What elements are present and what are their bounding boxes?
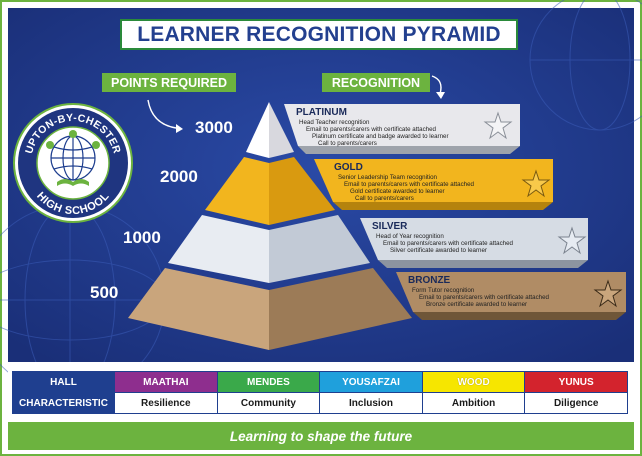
characteristic-cell: Ambition [421, 392, 526, 414]
points-silver: 1000 [123, 228, 161, 247]
bg-globe [0, 0, 642, 396]
banner-bronze [396, 272, 626, 312]
globe-icon [50, 135, 96, 181]
points-gold: 2000 [160, 167, 198, 186]
star-gold-icon [521, 169, 551, 198]
banner-gold [314, 159, 553, 202]
tier-name-gold: GOLD [334, 162, 363, 173]
title-box: LEARNER RECOGNITION PYRAMID [120, 19, 518, 50]
pyramid-silver-right [269, 215, 370, 283]
hall-row: HALL MAATHAI MENDES YOUSAFZAI WOOD YUNUS [12, 371, 628, 393]
characteristic-cell: Inclusion [319, 392, 423, 414]
tier-name-silver: SILVER [372, 221, 408, 232]
gold-line: Gold certificate awarded to learner [350, 188, 445, 195]
footer-tagline: Learning to shape the future [229, 428, 413, 444]
platinum-line: Platinum certificate and badge awarded t… [312, 133, 449, 140]
hall-maathai: MAATHAI [114, 371, 218, 393]
recognition-label: RECOGNITION [322, 73, 430, 92]
gold-line: Email to parents/carers with certificate… [344, 181, 474, 188]
footer-bar: Learning to shape the future [8, 422, 634, 450]
hall-yousafzai: YOUSAFZAI [319, 371, 423, 393]
star-platinum-icon [483, 111, 513, 140]
banners [284, 104, 626, 320]
points-bronze: 500 [90, 283, 119, 302]
gold-line: Senior Leadership Team recognition [338, 174, 437, 181]
bronze-line: Bronze certificate awarded to learner [426, 301, 528, 308]
star-silver-icon [557, 226, 587, 255]
banner-bronze-shadow [413, 312, 626, 320]
pyramid-platinum-left [246, 102, 269, 158]
platinum-line: Head Teacher recognition [299, 119, 370, 126]
banner-silver-shadow [378, 260, 588, 268]
silver-line: Silver certificate awarded to learner [390, 247, 487, 254]
pyramid-bronze-left [128, 268, 269, 350]
pyramid [128, 102, 412, 350]
banner-silver [360, 218, 588, 260]
dot-icon [46, 141, 54, 149]
arrow-left-head-icon [176, 124, 183, 133]
silver-line: Email to parents/carers with certificate… [383, 240, 513, 247]
characteristic-cell: Diligence [524, 392, 628, 414]
platinum-line: Email to parents/carers with certificate… [306, 126, 436, 133]
pyramid-bronze-right [269, 268, 412, 350]
tier-name-platinum: PLATINUM [296, 107, 347, 118]
pyramid-gold-left [205, 157, 269, 225]
bronze-line: Form Tutor recognition [412, 287, 475, 294]
characteristic-cell: Resilience [114, 392, 218, 414]
banner-gold-shadow [333, 202, 553, 210]
page-title: LEARNER RECOGNITION PYRAMID [137, 22, 501, 46]
banner-platinum-shadow [298, 146, 520, 154]
dot-icon [69, 130, 77, 138]
points-required-label: POINTS REQUIRED [102, 73, 236, 92]
hall-table: HALL MAATHAI MENDES YOUSAFZAI WOOD YUNUS… [12, 371, 628, 414]
silver-line: Head of Year recognition [376, 233, 444, 240]
platinum-line: Call to parents/carers [318, 140, 377, 147]
pyramid-silver-left [168, 215, 269, 283]
tier-name-bronze: BRONZE [408, 275, 451, 286]
points-platinum: 3000 [195, 118, 233, 137]
hall-yunus: YUNUS [524, 371, 628, 393]
stars [483, 111, 623, 308]
arrow-left-icon [147, 99, 177, 129]
gold-line: Call to parents/carers [355, 195, 414, 202]
star-bronze-icon [593, 279, 623, 308]
hall-mendes: MENDES [216, 371, 321, 393]
book-icon [57, 179, 89, 186]
characteristic-header: CHARACTERISTIC [12, 392, 115, 414]
characteristic-cell: Community [216, 392, 321, 414]
dot-icon [92, 141, 100, 149]
arrow-right-icon [431, 75, 442, 95]
hall-wood: WOOD [421, 371, 526, 393]
bronze-line: Email to parents/carers with certificate… [419, 294, 549, 301]
banner-platinum [284, 104, 520, 146]
characteristic-row: CHARACTERISTIC Resilience Community Incl… [12, 392, 628, 414]
pyramid-gold-right [269, 157, 335, 225]
school-badge: UPTON-BY-CHESTER HIGH SCHOOL [13, 103, 133, 223]
hall-header: HALL [12, 371, 115, 393]
arrow-right-head-icon [436, 92, 445, 99]
pyramid-platinum-right [269, 102, 294, 158]
